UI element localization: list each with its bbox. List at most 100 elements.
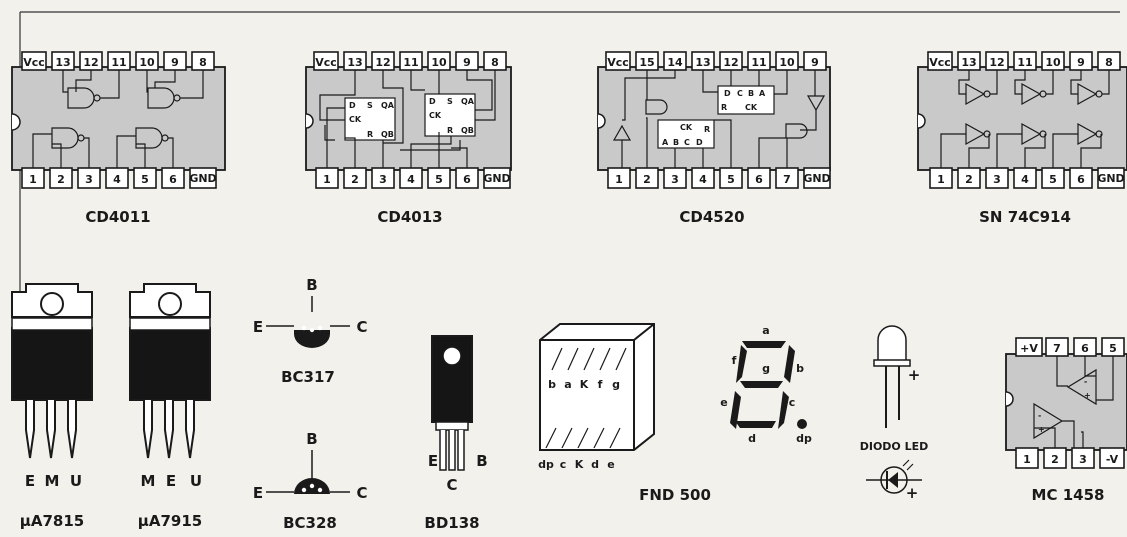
pin-label: 2 <box>1051 453 1059 466</box>
pin-label: 9 <box>1077 56 1085 69</box>
pin-label: 5 <box>727 173 735 186</box>
pin-label: 15 <box>639 56 654 69</box>
pin-label: M <box>141 472 156 490</box>
transistor-bc328: B E C BC328 <box>253 430 368 532</box>
segment-label: dp <box>796 432 812 445</box>
pin-label: 3 <box>379 173 387 186</box>
pin-label: 1 <box>937 173 945 186</box>
bottom-pin-row: 1 2 3 4 5 6 GND <box>21 167 217 189</box>
bottom-pin-row: 1 2 3 4 5 6 7 GND <box>607 167 831 189</box>
svg-text:R: R <box>367 130 373 139</box>
pin-label: B <box>306 430 317 448</box>
pin-label: 3 <box>993 173 1001 186</box>
pin-label: 4 <box>113 173 121 186</box>
flip-flops: D S QA CK R QB D S QA CK R QB <box>319 70 496 168</box>
nand-gates <box>32 70 204 168</box>
pin-label: GND <box>483 172 510 185</box>
pin-label: Vcc <box>315 56 337 69</box>
pin-label: 9 <box>463 56 471 69</box>
ic-label: CD4520 <box>679 208 744 226</box>
svg-text:+: + <box>1084 391 1091 400</box>
svg-text:CK: CK <box>680 123 693 132</box>
pin-label: E <box>25 472 35 490</box>
pin-label: 13 <box>347 56 362 69</box>
seven-segment-diagram: a b c d e f g dp <box>720 324 812 445</box>
pin-label: E <box>253 318 263 336</box>
counter-blocks: D C B A CK R CK A B C D R <box>612 70 826 168</box>
pin-label: 3 <box>1079 453 1087 466</box>
svg-text:A: A <box>662 138 669 147</box>
component-label: µA7915 <box>138 512 202 530</box>
segment-label: e <box>720 396 727 409</box>
svg-text:QB: QB <box>461 126 474 135</box>
segment-label: c <box>789 396 796 409</box>
pin-label: f <box>598 378 603 391</box>
pin-label: 8 <box>491 56 499 69</box>
pin-label: 2 <box>643 173 651 186</box>
pin-label: 10 <box>139 56 155 69</box>
svg-text:R: R <box>704 125 710 134</box>
pin-label: a <box>564 378 571 391</box>
pin-label: -V <box>1106 453 1119 466</box>
pin-label: 12 <box>723 56 738 69</box>
segment-label: a <box>762 324 769 337</box>
transistor-bd138: E C B BD138 <box>424 335 488 532</box>
segment-label: b <box>796 362 804 375</box>
pin-label: 6 <box>169 173 177 186</box>
pin-label: 1 <box>1023 453 1031 466</box>
pin-label: 6 <box>1081 342 1089 355</box>
top-pin-row: Vcc 13 12 11 10 9 8 <box>21 51 215 71</box>
pin-label: 10 <box>1045 56 1061 69</box>
pin-label: 2 <box>351 173 359 186</box>
pin-label: GND <box>803 172 830 185</box>
pin-label: K <box>580 378 589 391</box>
pin-label: 13 <box>55 56 70 69</box>
svg-text:D: D <box>696 138 703 147</box>
pin-label: 4 <box>1021 173 1029 186</box>
pin-label: 6 <box>755 173 763 186</box>
regulator-ua7815: E M U µA7815 <box>11 283 93 530</box>
svg-text:QA: QA <box>381 101 395 110</box>
ic-label: MC 1458 <box>1032 486 1105 504</box>
svg-text:-: - <box>1038 411 1041 420</box>
pin-label: C <box>446 476 457 494</box>
pin-label: C <box>356 484 367 502</box>
pin-label: GND <box>1097 172 1124 185</box>
ic-notch <box>597 113 606 129</box>
pin-label: 1 <box>323 173 331 186</box>
ic-cd4011: Vcc 13 12 11 10 9 8 1 2 3 4 5 6 GND CD40… <box>11 51 226 226</box>
top-pin-row: +V 7 6 5 <box>1015 337 1125 357</box>
pin-label: g <box>612 378 620 391</box>
led-symbol-plus: + <box>906 484 919 502</box>
pin-label: 5 <box>1109 342 1117 355</box>
pin-label: 3 <box>85 173 93 186</box>
pin-label: 1 <box>615 173 623 186</box>
led-diagram: + DIODO LED + <box>860 325 928 502</box>
pin-label: 12 <box>83 56 98 69</box>
ic-mc1458: +V 7 6 5 1 2 3 -V - + - + MC 1458 <box>1005 337 1127 504</box>
pin-label: 10 <box>431 56 447 69</box>
ic-body <box>597 66 831 171</box>
ic-label: SN 74C914 <box>979 208 1071 226</box>
svg-text:A: A <box>759 89 766 98</box>
pin-label: 14 <box>667 56 683 69</box>
svg-text:D: D <box>724 89 731 98</box>
pin-label: Vcc <box>929 56 951 69</box>
pin-label: 4 <box>407 173 415 186</box>
ic-cd4520: Vcc 15 14 13 12 11 10 9 1 2 3 4 5 6 7 GN… <box>597 51 831 226</box>
pin-label: 12 <box>375 56 390 69</box>
pin-label: B <box>306 276 317 294</box>
pin-label: U <box>190 472 202 490</box>
svg-text:D: D <box>429 97 436 106</box>
ic-notch <box>11 113 21 131</box>
bottom-pin-row: 1 2 3 4 5 6 GND <box>315 167 511 189</box>
pin-label: 1 <box>29 173 37 186</box>
pin-label: B <box>476 452 487 470</box>
pin-label: 10 <box>779 56 795 69</box>
pin-label: 5 <box>1049 173 1057 186</box>
ic-cd4013: Vcc 13 12 11 10 9 8 1 2 3 4 5 6 GND D S … <box>305 51 512 226</box>
bottom-pin-row: 1 2 3 -V <box>1015 447 1125 469</box>
pin-label: Vcc <box>607 56 629 69</box>
schmitt-inverters <box>940 70 1110 168</box>
